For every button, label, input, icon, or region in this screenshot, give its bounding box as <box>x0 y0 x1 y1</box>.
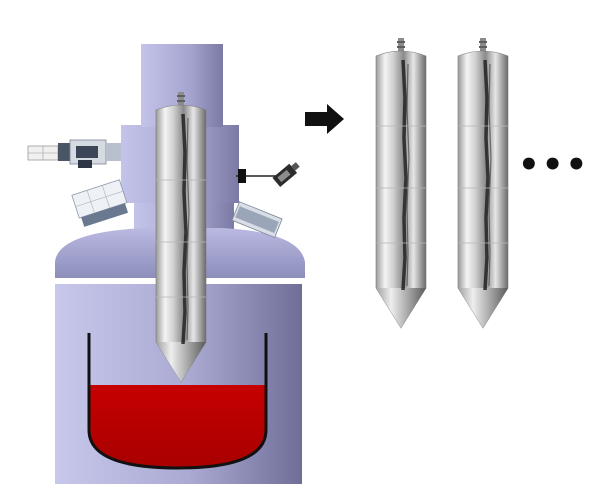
finished-ingot <box>374 36 428 330</box>
right-arrow-icon <box>305 104 344 134</box>
finished-ingot <box>456 36 510 330</box>
crucible <box>87 333 268 470</box>
melt-pool <box>89 385 266 468</box>
continuation-ellipsis: ••• <box>518 145 590 185</box>
ingot-in-furnace <box>154 90 208 384</box>
viewport-window-icon <box>71 179 283 239</box>
probe-sensor-icon <box>236 162 300 188</box>
satellite-sensor-icon <box>27 139 121 168</box>
